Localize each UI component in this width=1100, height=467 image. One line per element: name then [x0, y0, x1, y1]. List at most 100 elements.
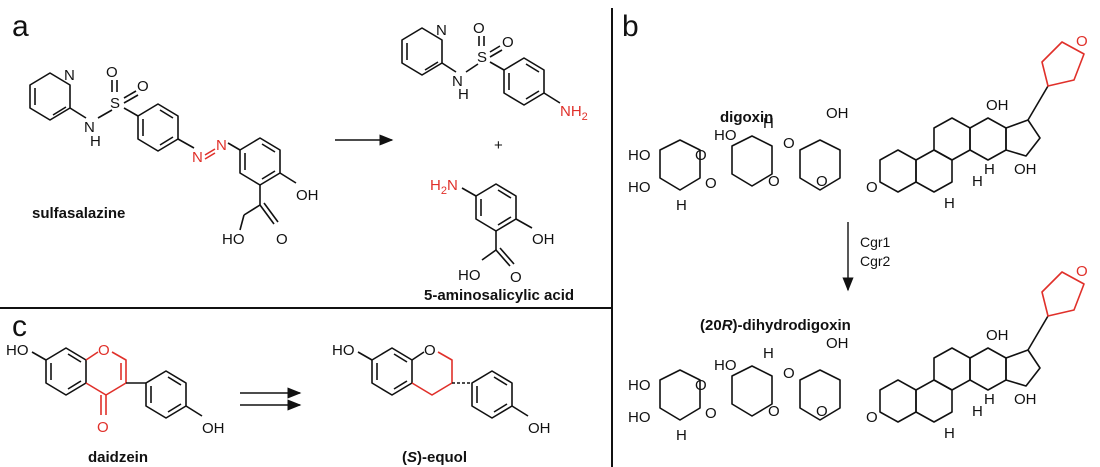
panel-b: b digoxin HO HO O H HO O O H O OH O O: [622, 10, 1088, 444]
atom-HO: HO: [6, 342, 29, 359]
atom-HO: HO: [714, 357, 737, 374]
sugar-ring: [731, 365, 773, 417]
bond: [1027, 85, 1049, 121]
atom-OH: OH: [826, 335, 849, 352]
atom-OH: OH: [826, 105, 849, 122]
daidzein-structure: HO O O OH: [6, 342, 225, 437]
atom-NH2: NH2: [560, 103, 588, 123]
panel-letter-b: b: [622, 10, 639, 43]
bond: [511, 405, 529, 417]
atom-HO: HO: [458, 267, 481, 284]
steroid-ring-a: [879, 379, 917, 423]
atom-S: S: [477, 49, 487, 66]
atom-H: H: [676, 427, 687, 444]
bond: [123, 90, 137, 99]
bond: [411, 351, 425, 361]
label-5-aminosalicylic-acid: 5-aminosalicylic acid: [424, 287, 574, 304]
atom-H: H: [984, 391, 995, 408]
atom-O: O: [424, 342, 436, 359]
steroid-ring-d: [1005, 119, 1041, 157]
bond: [489, 49, 503, 58]
atom-OH: OH: [202, 420, 225, 437]
atom-O: O: [768, 403, 780, 420]
atom-HO: HO: [222, 231, 245, 248]
atom-H: H: [944, 195, 955, 212]
double-bond: [167, 403, 182, 413]
atom-O: O: [502, 34, 514, 51]
sugar-ring: [659, 369, 701, 421]
bond: [177, 138, 195, 149]
double-bond: [525, 63, 540, 73]
atom-NH: N: [452, 73, 463, 90]
benzene-ring: [45, 347, 87, 396]
bond: [465, 63, 479, 73]
sulfapyridine-structure: N N H S O O NH2: [401, 20, 588, 123]
double-bond: [525, 90, 540, 100]
bond: [515, 218, 533, 229]
atom-HO: HO: [628, 147, 651, 164]
bond: [69, 107, 87, 119]
lactone-ring: [1041, 271, 1085, 317]
panel-c: c HO O O OH daidzein: [6, 310, 551, 466]
steroid-ring-d: [1005, 349, 1041, 387]
label-s-equol: (S)-equol: [402, 449, 467, 466]
benzene-ring: [137, 103, 179, 152]
bond: [263, 202, 279, 223]
atom-H: H: [984, 161, 995, 178]
steroid-ring-c: [933, 347, 971, 391]
bond: [123, 107, 139, 117]
steroid-ring-c2: [969, 347, 1007, 391]
enzyme-cgr1: Cgr1: [860, 234, 891, 250]
salicylate-ring: [239, 137, 281, 186]
atom-HO: HO: [332, 342, 355, 359]
atom-HO: HO: [628, 409, 651, 426]
bond: [1027, 315, 1049, 351]
label-sulfasalazine: sulfasalazine: [32, 205, 125, 222]
atom-O: O: [783, 135, 795, 152]
panel-letter-c: c: [12, 310, 27, 343]
double-bond: [159, 136, 174, 146]
benzene-ring: [503, 57, 545, 106]
benzene-ring: [371, 347, 413, 396]
bond: [185, 405, 203, 417]
pyranone-bond: [85, 351, 99, 361]
atom-HO: HO: [628, 377, 651, 394]
enzyme-cgr2: Cgr2: [860, 253, 891, 269]
atom-O: O: [783, 365, 795, 382]
atom-OH: OH: [986, 97, 1009, 114]
bond: [259, 204, 275, 225]
double-bond: [393, 380, 408, 390]
atom-OH: OH: [1014, 161, 1037, 178]
double-bond: [393, 353, 408, 363]
atom-H: H: [458, 86, 469, 103]
atom-H2N: H2N: [430, 177, 458, 197]
panel-letter-a: a: [12, 10, 29, 43]
bond: [481, 249, 497, 261]
atom-OH: OH: [1014, 391, 1037, 408]
sugar-ring: [799, 139, 841, 191]
atom-OH: OH: [528, 420, 551, 437]
label-daidzein: daidzein: [88, 449, 148, 466]
azo-N: N: [192, 149, 203, 166]
plus-sign: +: [494, 137, 503, 154]
atom-O: O: [106, 64, 118, 81]
double-bond: [261, 170, 276, 180]
bond: [123, 94, 139, 104]
double-bond: [159, 109, 174, 119]
atom-O: O: [695, 147, 707, 164]
salicylate-ring: [475, 183, 517, 232]
atom-HO: HO: [628, 179, 651, 196]
atom-H: H: [763, 115, 774, 132]
bond: [243, 204, 261, 216]
azo-N: N: [216, 137, 227, 154]
label-digoxin: digoxin: [720, 109, 773, 126]
atom-N: N: [64, 67, 75, 84]
label-dihydrodigoxin: (20R)-dihydrodigoxin: [700, 317, 851, 334]
bond: [31, 351, 47, 361]
atom-O: O: [98, 342, 110, 359]
atom-OH: OH: [296, 187, 319, 204]
aminosalicylic-structure: H2N OH HO O: [430, 177, 555, 286]
atom-O: O: [705, 405, 717, 422]
atom-S: S: [110, 95, 120, 112]
